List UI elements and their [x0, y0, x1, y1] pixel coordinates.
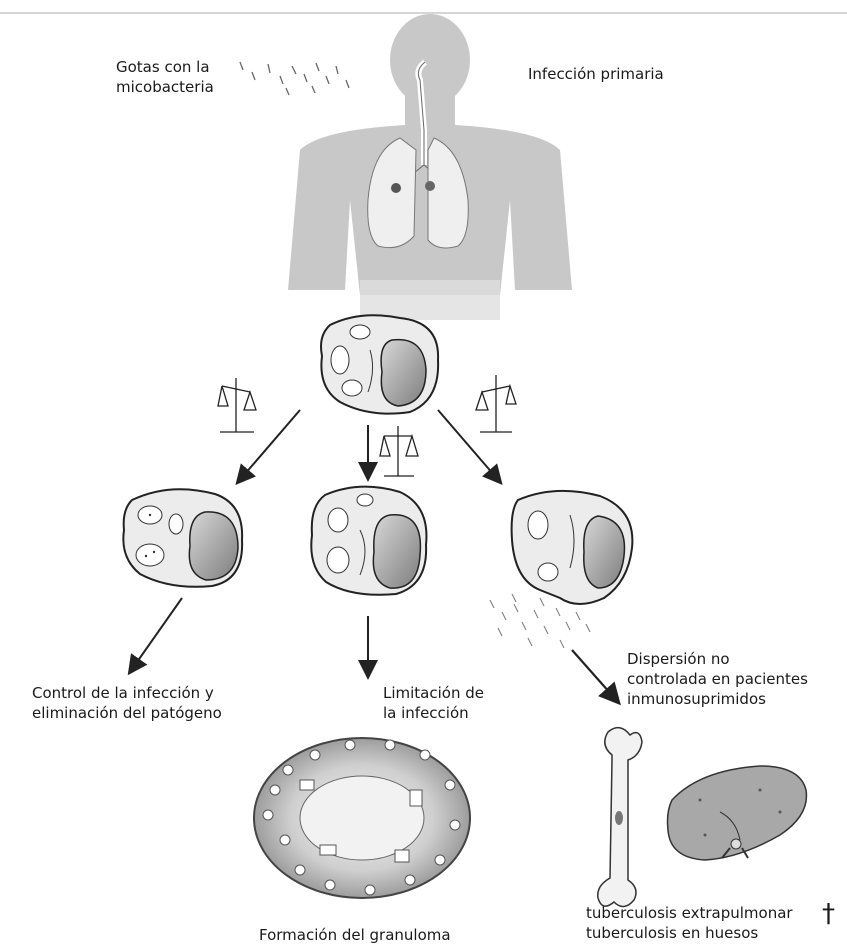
dagger-symbol: † — [822, 900, 835, 928]
label-limitation-line2: la infección — [383, 703, 484, 723]
label-droplets-line2: micobacteria — [116, 77, 214, 97]
label-extrapulmonary-line1: tuberculosis extrapulmonar — [586, 903, 793, 923]
arrow-to-left-cell — [238, 410, 300, 482]
balance-scale-middle — [380, 426, 418, 476]
label-dispersion: Dispersión no controlada en pacientes in… — [627, 649, 808, 709]
bone-illustration — [598, 728, 642, 907]
label-granuloma: Formación del granuloma — [259, 925, 451, 945]
arrow-to-right-cell — [438, 410, 500, 482]
label-control: Control de la infección y eliminación de… — [32, 683, 222, 723]
macrophage-middle — [311, 487, 426, 595]
droplets-illustration — [240, 62, 349, 95]
label-limitation-line1: Limitación de — [383, 683, 484, 703]
label-extrapulmonary: tuberculosis extrapulmonar tuberculosis … — [586, 903, 793, 943]
liver-illustration — [668, 766, 807, 860]
label-limitation: Limitación de la infección — [383, 683, 484, 723]
balance-scale-right — [476, 375, 516, 432]
label-primary-infection: Infección primaria — [528, 64, 664, 84]
arrow-to-control — [130, 598, 182, 672]
granuloma — [254, 738, 470, 898]
macrophage-central — [321, 315, 438, 413]
macrophage-left — [123, 489, 242, 587]
label-control-line2: eliminación del patógeno — [32, 703, 222, 723]
label-droplets: Gotas con la micobacteria — [116, 57, 214, 97]
balance-scale-left — [218, 378, 256, 432]
arrow-to-dissemination — [572, 650, 618, 702]
macrophage-ruptured — [512, 491, 633, 604]
label-control-line1: Control de la infección y — [32, 683, 222, 703]
label-dispersion-line2: controlada en pacientes — [627, 669, 808, 689]
label-droplets-line1: Gotas con la — [116, 57, 214, 77]
human-silhouette — [288, 14, 572, 320]
label-extrapulmonary-line2: tuberculosis en huesos — [586, 923, 793, 943]
label-dispersion-line1: Dispersión no — [627, 649, 808, 669]
label-dispersion-line3: inmunosuprimidos — [627, 689, 808, 709]
